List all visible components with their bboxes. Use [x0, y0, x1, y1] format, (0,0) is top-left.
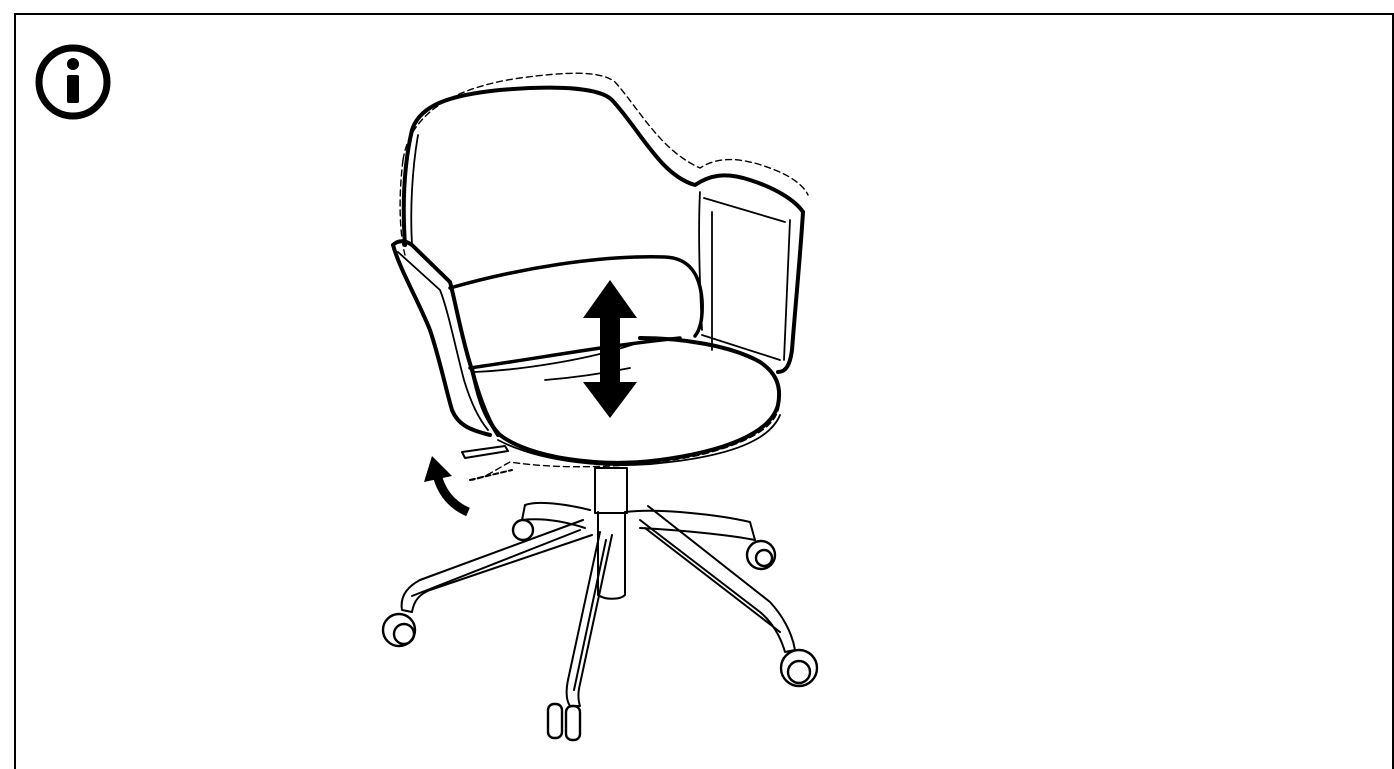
chair-seat — [470, 336, 781, 465]
up-down-arrow-icon — [583, 280, 637, 418]
dashed-raised-outline — [399, 72, 809, 481]
instruction-frame — [14, 13, 1394, 769]
chair-casters — [381, 518, 819, 742]
chair-backrest — [401, 85, 805, 374]
info-icon — [35, 44, 111, 120]
chair-cylinder — [594, 467, 628, 600]
lever-lift-arrow-icon — [424, 456, 470, 517]
height-adjust-lever — [461, 445, 513, 481]
chair-base — [400, 501, 796, 707]
